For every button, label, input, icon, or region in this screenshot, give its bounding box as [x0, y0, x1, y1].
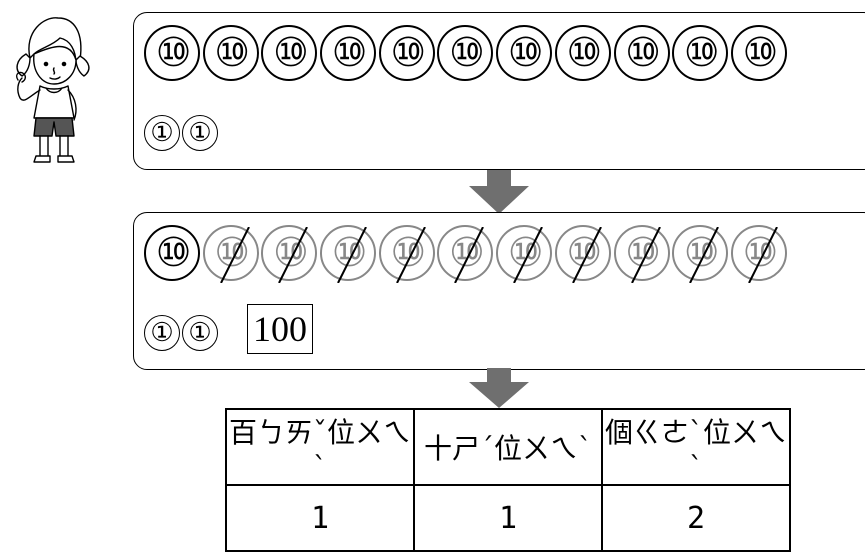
table-value-row: 1 1 2: [225, 484, 791, 552]
ten-coin: ⑩: [496, 25, 553, 81]
one-coin: ①: [144, 115, 180, 151]
ten-coin: ⑩: [261, 25, 318, 81]
hundreds-header: 百ㄅㄞˇ位ㄨㄟˋ: [225, 408, 415, 486]
down-arrow-icon: [469, 170, 529, 214]
ten-coin: ⑩: [672, 25, 729, 81]
hundred-block: 100: [247, 304, 313, 354]
crossed-ten-coin: ⑩: [730, 225, 787, 283]
ten-coin: ⑩: [613, 25, 670, 81]
ten-coin: ⑩: [144, 25, 200, 81]
crossed-ten-coin: ⑩: [378, 225, 435, 283]
crossed-ten-coin: ⑩: [613, 225, 670, 283]
crossed-ten-coin: ⑩: [672, 225, 729, 283]
ten-coin: ⑩: [730, 25, 787, 81]
ten-coin: ⑩: [378, 25, 435, 81]
ten-coin: ⑩: [144, 225, 200, 281]
ten-coin: ⑩: [320, 25, 377, 81]
crossed-ten-coin: ⑩: [202, 225, 259, 283]
crossed-ten-coin: ⑩: [437, 225, 494, 283]
ones-value: 2: [601, 484, 791, 552]
tens-coin-row: ⑩ ⑩ ⑩ ⑩ ⑩ ⑩ ⑩ ⑩ ⑩ ⑩ ⑩: [144, 225, 790, 283]
ones-header: 個ㄍㄜˋ位ㄨㄟˋ: [601, 408, 791, 486]
girl-illustration: [15, 17, 90, 163]
place-value-table: 百ㄅㄞˇ位ㄨㄟˋ 十ㄕˊ位ㄨㄟˋ 個ㄍㄜˋ位ㄨㄟˋ 1 1 2: [225, 408, 791, 552]
one-coin: ①: [182, 315, 218, 351]
one-coin: ①: [182, 115, 218, 151]
crossed-ten-coin: ⑩: [261, 225, 318, 283]
ten-coin: ⑩: [202, 25, 259, 81]
table-header-row: 百ㄅㄞˇ位ㄨㄟˋ 十ㄕˊ位ㄨㄟˋ 個ㄍㄜˋ位ㄨㄟˋ: [225, 408, 791, 486]
crossed-ten-coin: ⑩: [320, 225, 377, 283]
ones-coin-row: ① ①: [144, 315, 220, 351]
down-arrow-icon: [469, 368, 529, 408]
hundreds-value: 1: [225, 484, 415, 552]
regrouped-box: ⑩ ⑩ ⑩ ⑩ ⑩ ⑩ ⑩ ⑩ ⑩ ⑩ ⑩ ① ① 100: [133, 212, 865, 370]
tens-header: 十ㄕˊ位ㄨㄟˋ: [413, 408, 603, 486]
ten-coin: ⑩: [554, 25, 611, 81]
tens-coin-row: ⑩ ⑩ ⑩ ⑩ ⑩ ⑩ ⑩ ⑩ ⑩ ⑩ ⑩: [144, 25, 790, 81]
tens-value: 1: [413, 484, 603, 552]
crossed-ten-coin: ⑩: [496, 225, 553, 283]
ones-coin-row: ① ①: [144, 115, 220, 151]
ten-coin: ⑩: [437, 25, 494, 81]
crossed-ten-coin: ⑩: [554, 225, 611, 283]
top-grouping-box: ⑩ ⑩ ⑩ ⑩ ⑩ ⑩ ⑩ ⑩ ⑩ ⑩ ⑩ ① ①: [133, 12, 865, 170]
one-coin: ①: [144, 315, 180, 351]
